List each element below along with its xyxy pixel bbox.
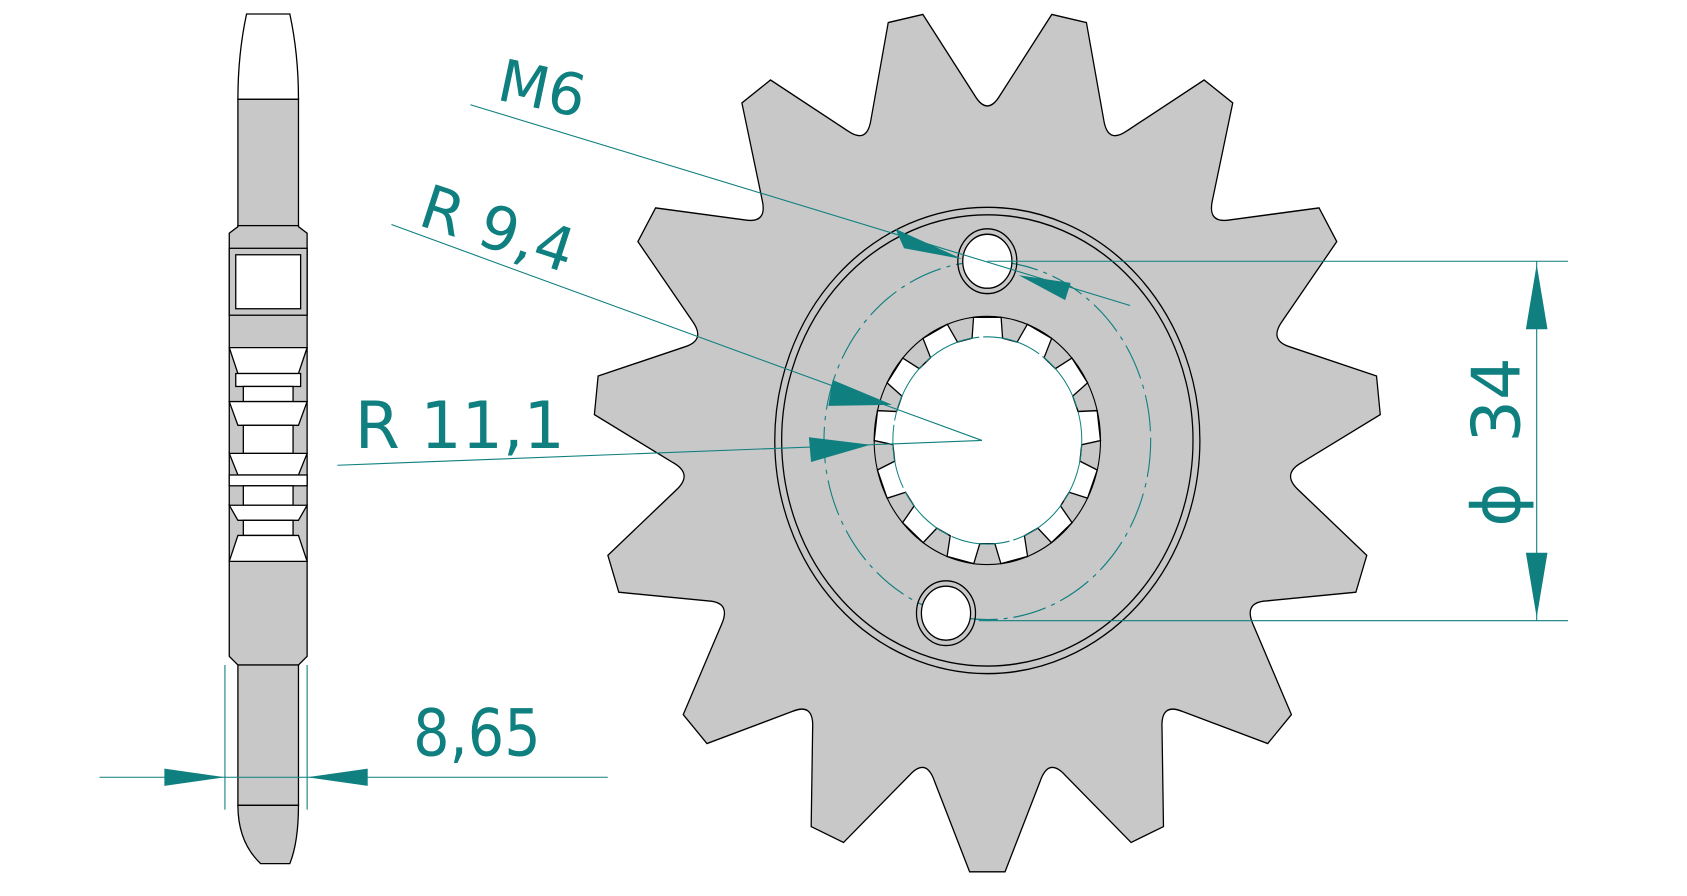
arrow-up-icon (1525, 264, 1548, 330)
diameter-symbol: ϕ (1457, 483, 1535, 527)
side-view-upper-body (237, 98, 300, 227)
r94-arrow-icon (828, 379, 893, 406)
hub-ring-outer (774, 206, 1201, 675)
side-view-tooth-tip-bottom (237, 804, 300, 865)
side-view (228, 13, 309, 865)
bolt-hole-bottom (915, 580, 977, 647)
side-view-spline-grooves (228, 346, 309, 562)
spline-radius-label: R 11,1 (355, 389, 565, 464)
arrow-left-icon (307, 768, 368, 786)
side-view-window-inner (235, 254, 302, 310)
side-view-lower-body (237, 664, 300, 806)
bolt-circle-value: 34 (1457, 357, 1535, 442)
spline-root-circle (873, 315, 1102, 566)
r111-arrow-icon (808, 437, 871, 463)
arrow-down-icon (1525, 552, 1548, 618)
thickness-label: 8,65 (413, 697, 541, 772)
leader-lines (337, 104, 1131, 466)
side-view-tooth-tip-top (237, 13, 300, 100)
hub-ring-inner (781, 214, 1194, 667)
m6-arrow-icon (895, 228, 963, 260)
bolt-circle-label: ϕ 34 (1457, 357, 1535, 526)
arrow-right-icon (164, 768, 225, 786)
front-view (593, 13, 1381, 873)
thickness-dimension (99, 664, 608, 810)
spline-minor-circle (892, 336, 1083, 545)
thread-label: M6 (492, 47, 592, 132)
m6-arrow-2-icon (1018, 275, 1071, 301)
inner-radius-label: R 9,4 (412, 172, 584, 287)
bolt-circle-dimension (978, 260, 1569, 622)
